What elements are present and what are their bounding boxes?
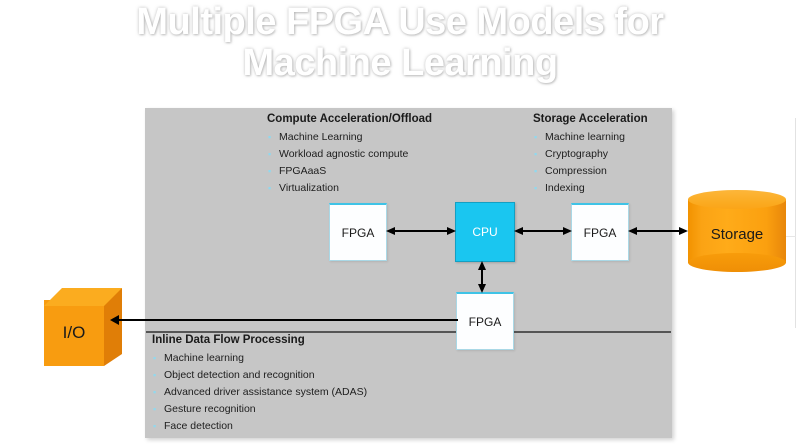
bullet-marker-icon: ▪	[534, 129, 545, 146]
bullet-marker-icon: ▪	[534, 146, 545, 163]
node-storage[interactable]: Storage	[688, 190, 786, 272]
node-cpu[interactable]: CPU	[455, 202, 515, 262]
storage-label: Storage	[688, 212, 786, 256]
storage-section-heading: Storage Acceleration	[533, 113, 648, 125]
bullet-marker-icon: ▪	[268, 180, 279, 197]
compute-bullet-list: ▪ Machine Learning ▪ Workload agnostic c…	[268, 129, 408, 197]
node-io[interactable]: I/O	[44, 288, 122, 366]
io-label: I/O	[44, 300, 104, 366]
inline-section-divider	[146, 331, 671, 333]
bullet-marker-icon: ▪	[153, 367, 164, 384]
inline-section-heading: Inline Data Flow Processing	[152, 334, 305, 346]
list-item: ▪ Cryptography	[534, 146, 625, 163]
list-item: ▪ Face detection	[153, 418, 367, 435]
list-item: ▪ Machine learning	[153, 350, 367, 367]
bullet-marker-icon: ▪	[268, 163, 279, 180]
connector-fpga-right-to-storage	[628, 224, 688, 238]
bullet-marker-icon: ▪	[153, 350, 164, 367]
bullet-marker-icon: ▪	[153, 384, 164, 401]
slide-edge-divider	[795, 118, 796, 328]
diagram-panel: Compute Acceleration/Offload ▪ Machine L…	[145, 108, 672, 438]
list-item: ▪ Object detection and recognition	[153, 367, 367, 384]
bullet-marker-icon: ▪	[153, 401, 164, 418]
bullet-marker-icon: ▪	[268, 146, 279, 163]
list-item: ▪ Gesture recognition	[153, 401, 367, 418]
connector-fpga-bottom-to-io	[110, 313, 458, 327]
list-item: ▪ Advanced driver assistance system (ADA…	[153, 384, 367, 401]
connector-fpga-left-to-cpu	[386, 224, 456, 238]
list-item: ▪ Machine Learning	[268, 129, 408, 146]
list-item: ▪ Compression	[534, 163, 625, 180]
list-item: ▪ Indexing	[534, 180, 625, 197]
inline-bullet-list: ▪ Machine learning ▪ Object detection an…	[153, 350, 367, 435]
connector-cpu-to-fpga-bottom	[475, 261, 489, 293]
bullet-marker-icon: ▪	[268, 129, 279, 146]
list-item: ▪ Machine learning	[534, 129, 625, 146]
node-fpga-left[interactable]: FPGA	[329, 203, 387, 261]
node-fpga-bottom[interactable]: FPGA	[456, 292, 514, 350]
connector-cpu-to-fpga-right	[514, 224, 572, 238]
bullet-marker-icon: ▪	[153, 418, 164, 435]
bullet-marker-icon: ▪	[534, 163, 545, 180]
bullet-marker-icon: ▪	[534, 180, 545, 197]
node-fpga-right[interactable]: FPGA	[571, 203, 629, 261]
list-item: ▪ FPGAaaS	[268, 163, 408, 180]
list-item: ▪ Virtualization	[268, 180, 408, 197]
storage-cylinder-top	[688, 190, 786, 209]
compute-section-heading: Compute Acceleration/Offload	[267, 113, 432, 125]
page-title: Multiple FPGA Use Models for Machine Lea…	[60, 2, 740, 84]
storage-bullet-list: ▪ Machine learning ▪ Cryptography ▪ Comp…	[534, 129, 625, 197]
list-item: ▪ Workload agnostic compute	[268, 146, 408, 163]
